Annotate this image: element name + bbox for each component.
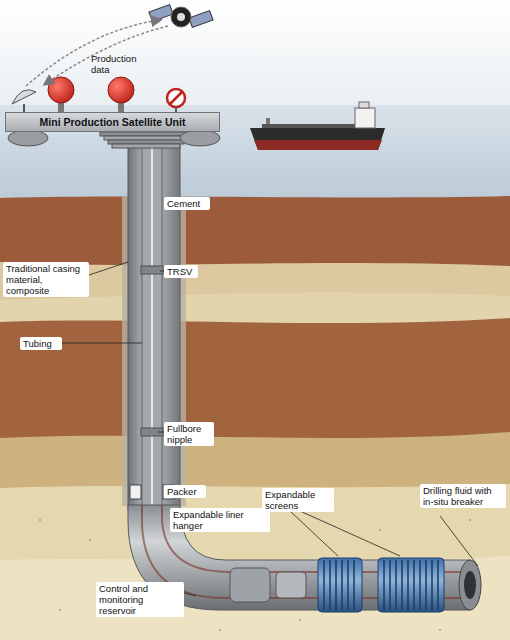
callout-label: Traditional casing material, composite (3, 262, 89, 297)
callout-label: Packer (164, 485, 206, 498)
callout-label: Expandable liner hanger (170, 508, 270, 532)
expandable-screen (318, 558, 444, 612)
tanker-ship (250, 102, 385, 150)
callout-label: Tubing (20, 337, 62, 350)
callout-label: Drilling fluid with in-situ breaker (420, 484, 506, 508)
callout-label: Expandable screens (262, 488, 334, 512)
node-text: Mini Production Satellite Unit (40, 116, 186, 128)
callout-label: Cement (164, 197, 210, 210)
data-link-label: Production data (88, 52, 150, 76)
satellite (149, 5, 213, 28)
callout-label: TRSV (164, 265, 198, 278)
callout-label: Fullbore nipple (164, 422, 214, 446)
platform-deck: Mini Production Satellite Unit (5, 112, 220, 132)
callout-label: Control and monitoring reservoir (96, 582, 184, 617)
